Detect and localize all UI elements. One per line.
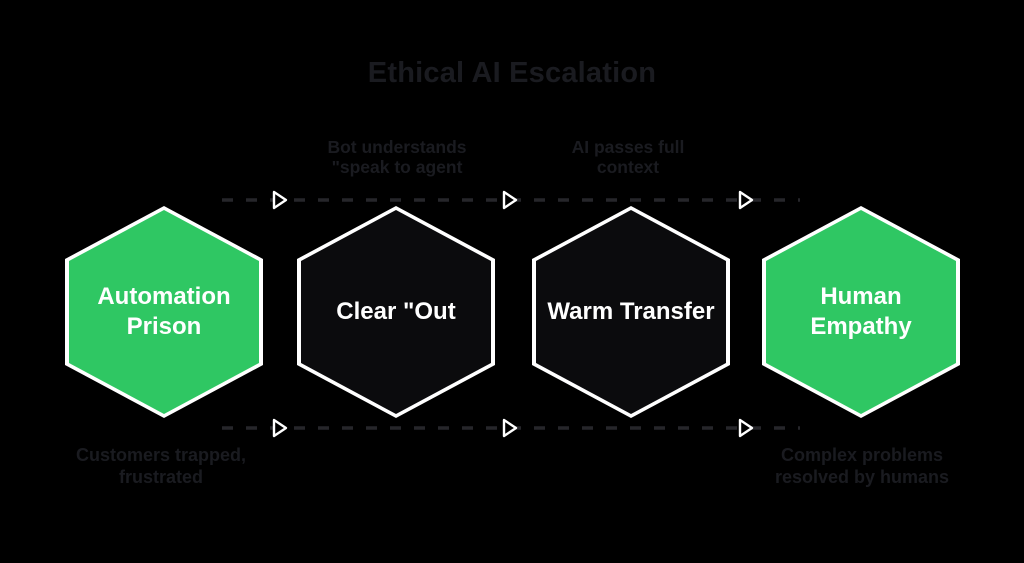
stage-label: Clear "Out <box>336 298 456 325</box>
hexagon-fill: Human Empathy <box>766 210 956 414</box>
hexagon-fill: Warm Transfer <box>536 210 726 414</box>
arrow-right-icon <box>502 418 518 438</box>
transition-label-bot-understands: Bot understands "speak to agent <box>327 137 467 177</box>
hexagon-fill: Automation Prison <box>69 210 259 414</box>
stage-hexagon-automation-prison: Automation Prison <box>65 206 263 418</box>
arrow-right-icon <box>272 418 288 438</box>
stage-hexagon-human-empathy: Human Empathy <box>762 206 960 418</box>
stage-label: Warm Transfer <box>547 298 715 325</box>
stage-hexagon-warm-transfer: Warm Transfer <box>532 206 730 418</box>
stage-label: Human Empathy <box>810 283 912 340</box>
arrow-right-icon <box>738 418 754 438</box>
arrow-right-icon <box>272 190 288 210</box>
top-flow-connector <box>222 190 800 210</box>
page-title: Ethical AI Escalation <box>367 57 657 89</box>
arrow-right-icon <box>502 190 518 210</box>
annotation-customers-trapped: Customers trapped, frustrated <box>75 445 247 487</box>
stage-label: Automation Prison <box>97 283 231 340</box>
transition-label-ai-passes-context: AI passes full context <box>571 137 685 177</box>
annotation-complex-problems: Complex problems resolved by humans <box>774 445 950 487</box>
stage-hexagon-clear-out: Clear "Out <box>297 206 495 418</box>
arrow-right-icon <box>738 190 754 210</box>
hexagon-fill: Clear "Out <box>301 210 491 414</box>
bottom-flow-connector <box>222 418 800 438</box>
